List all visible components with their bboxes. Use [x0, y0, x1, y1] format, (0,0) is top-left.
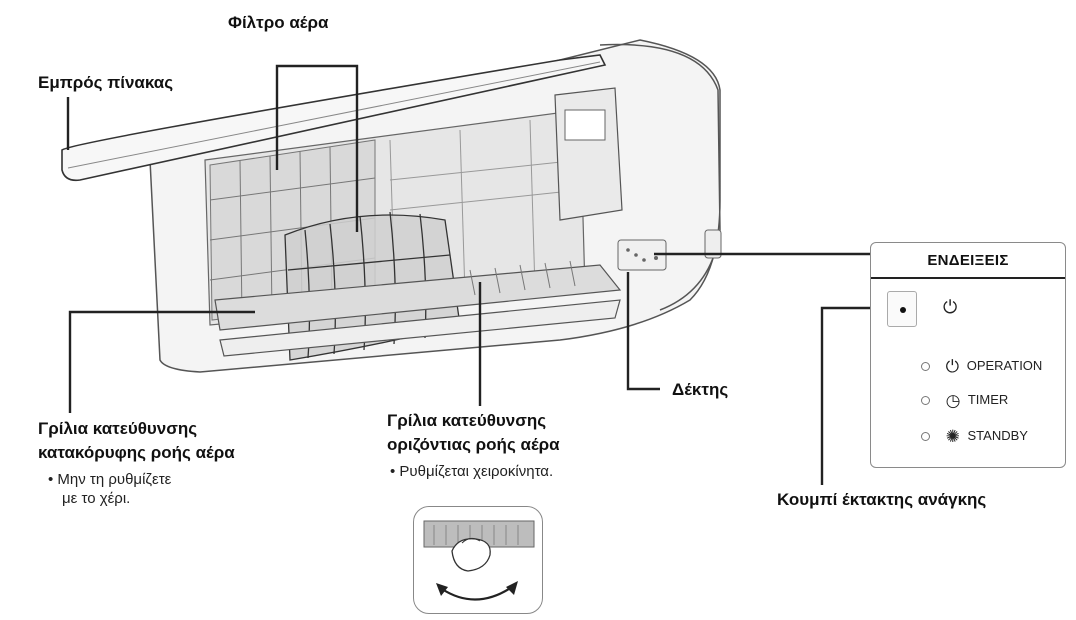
label-front-panel: Εμπρός πίνακας: [38, 72, 173, 94]
emergency-button-dot: [900, 307, 906, 313]
control-box: [555, 88, 622, 220]
standby-led: [921, 432, 930, 441]
power-icon: ⏻: [943, 297, 957, 318]
standby-label: STANDBY: [968, 428, 1028, 443]
standby-icon: ✺: [946, 426, 960, 448]
label-emergency-button: Κουμπί έκτακτης ανάγκης: [777, 489, 986, 511]
note-vertical-louver-line2: με το χέρι.: [62, 489, 130, 508]
indicator-operation: ⏻ OPERATION: [921, 355, 1042, 377]
label-air-filter: Φίλτρο αέρα: [228, 12, 328, 34]
indicator-panel-title: ΕΝΔΕΙΞΕΙΣ: [871, 243, 1065, 279]
note-horizontal-louver: • Ρυθμίζεται χειροκίνητα.: [390, 462, 553, 481]
indicator-panel: ΕΝΔΕΙΞΕΙΣ ⏻ ⏻ OPERATION ◷ TIMER ✺ STANDB…: [870, 242, 1066, 468]
timer-led: [921, 396, 930, 405]
emergency-button[interactable]: [887, 291, 917, 327]
operation-label: OPERATION: [967, 358, 1043, 373]
hand-icon: [414, 507, 543, 614]
label-vertical-louver-line1: Γρίλια κατεύθυνσης: [38, 418, 197, 440]
manual-adjust-illustration: [413, 506, 543, 614]
label-horizontal-louver-line2: οριζόντιας ροής αέρα: [387, 434, 560, 456]
label-receiver: Δέκτης: [672, 379, 728, 401]
timer-icon: ◷: [946, 390, 961, 412]
indicator-standby: ✺ STANDBY: [921, 425, 1028, 447]
label-vertical-louver-line2: κατακόρυφης ροής αέρα: [38, 442, 235, 464]
control-box-window: [565, 110, 605, 140]
operation-icon: ⏻: [946, 356, 959, 378]
operation-led: [921, 362, 930, 371]
label-horizontal-louver-line1: Γρίλια κατεύθυνσης: [387, 410, 546, 432]
indicator-timer: ◷ TIMER: [921, 389, 1008, 411]
timer-label: TIMER: [968, 392, 1008, 407]
note-vertical-louver-line1: • Μην τη ρυθμίζετε: [48, 470, 171, 489]
